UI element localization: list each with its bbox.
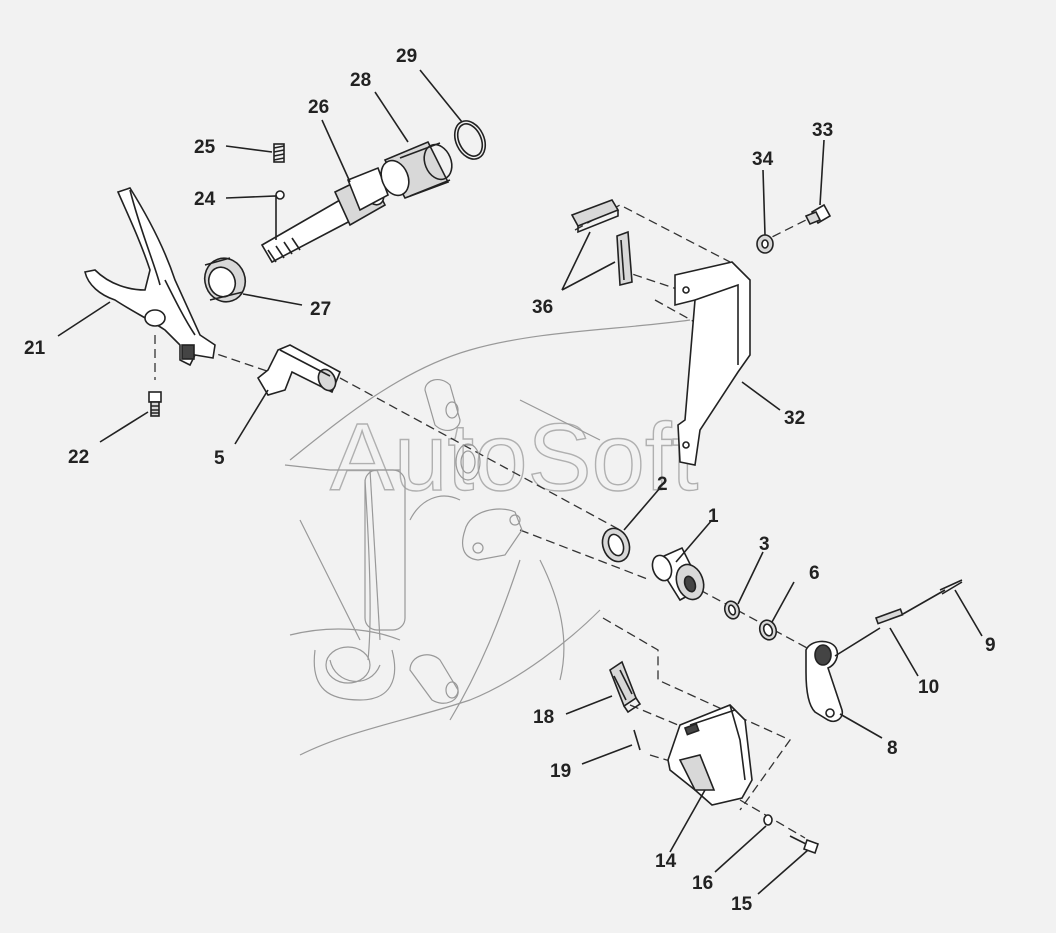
pin-19 (633, 729, 641, 751)
callout-29: 29 (396, 46, 417, 67)
leader-lines (57, 69, 983, 895)
callout-24: 24 (194, 189, 216, 210)
callout-33: 33 (812, 120, 833, 141)
guide-block-14 (667, 704, 753, 806)
guide-plate-36a (570, 199, 620, 234)
bushing-1 (651, 546, 705, 602)
circlip-6 (758, 619, 778, 641)
callout-6: 6 (809, 563, 820, 584)
seal-2 (601, 527, 631, 563)
housing-knob-upper (424, 378, 461, 432)
callout-25: 25 (194, 137, 216, 158)
housing-bracket-mid (462, 508, 523, 561)
callout-36: 36 (532, 297, 553, 318)
callout-21: 21 (24, 338, 46, 359)
ball-24 (275, 190, 285, 200)
guide-plate-36b (616, 230, 633, 287)
callout-1: 1 (708, 506, 719, 527)
bolt-22 (148, 391, 162, 417)
bushing-27 (203, 257, 247, 303)
snap-ring-29 (453, 120, 487, 160)
callout-9: 9 (985, 635, 996, 656)
shift-rail-26 (260, 166, 389, 264)
callout-14: 14 (655, 851, 677, 872)
bolt-33 (804, 203, 832, 226)
callout-15: 15 (731, 894, 753, 915)
callout-28: 28 (350, 70, 371, 91)
callout-2: 2 (657, 474, 668, 495)
shift-lever-5 (256, 344, 342, 396)
rod-10 (834, 589, 946, 657)
callout-32: 32 (784, 408, 805, 429)
clip-18 (609, 660, 642, 714)
washer-3 (723, 600, 741, 620)
callout-5: 5 (214, 448, 225, 469)
callout-18: 18 (533, 707, 554, 728)
callout-labels: 29 28 26 25 24 27 21 22 5 33 34 36 32 2 … (24, 46, 996, 915)
washer-16 (763, 814, 773, 826)
callout-22: 22 (68, 447, 89, 468)
washer-34 (756, 234, 774, 254)
callout-27: 27 (310, 299, 331, 320)
callout-10: 10 (918, 677, 939, 698)
housing-knob-lower (409, 654, 459, 704)
callout-19: 19 (550, 761, 571, 782)
watermark: AutoSoft (330, 404, 698, 511)
callout-26: 26 (308, 97, 329, 118)
callout-8: 8 (887, 738, 898, 759)
callout-34: 34 (752, 149, 774, 170)
bracket-32 (674, 261, 751, 466)
bolt-15 (789, 835, 820, 855)
transmission-housing-outline (284, 319, 691, 756)
callout-16: 16 (692, 873, 713, 894)
rod-end-9 (939, 579, 963, 595)
lever-arm-8 (805, 640, 844, 723)
shift-fork-21 (84, 187, 216, 367)
spring-25 (273, 143, 285, 163)
housing-gear-ring (455, 443, 481, 481)
sleeve-28 (380, 140, 453, 199)
callout-3: 3 (759, 534, 770, 555)
assembly-lines (154, 204, 821, 839)
